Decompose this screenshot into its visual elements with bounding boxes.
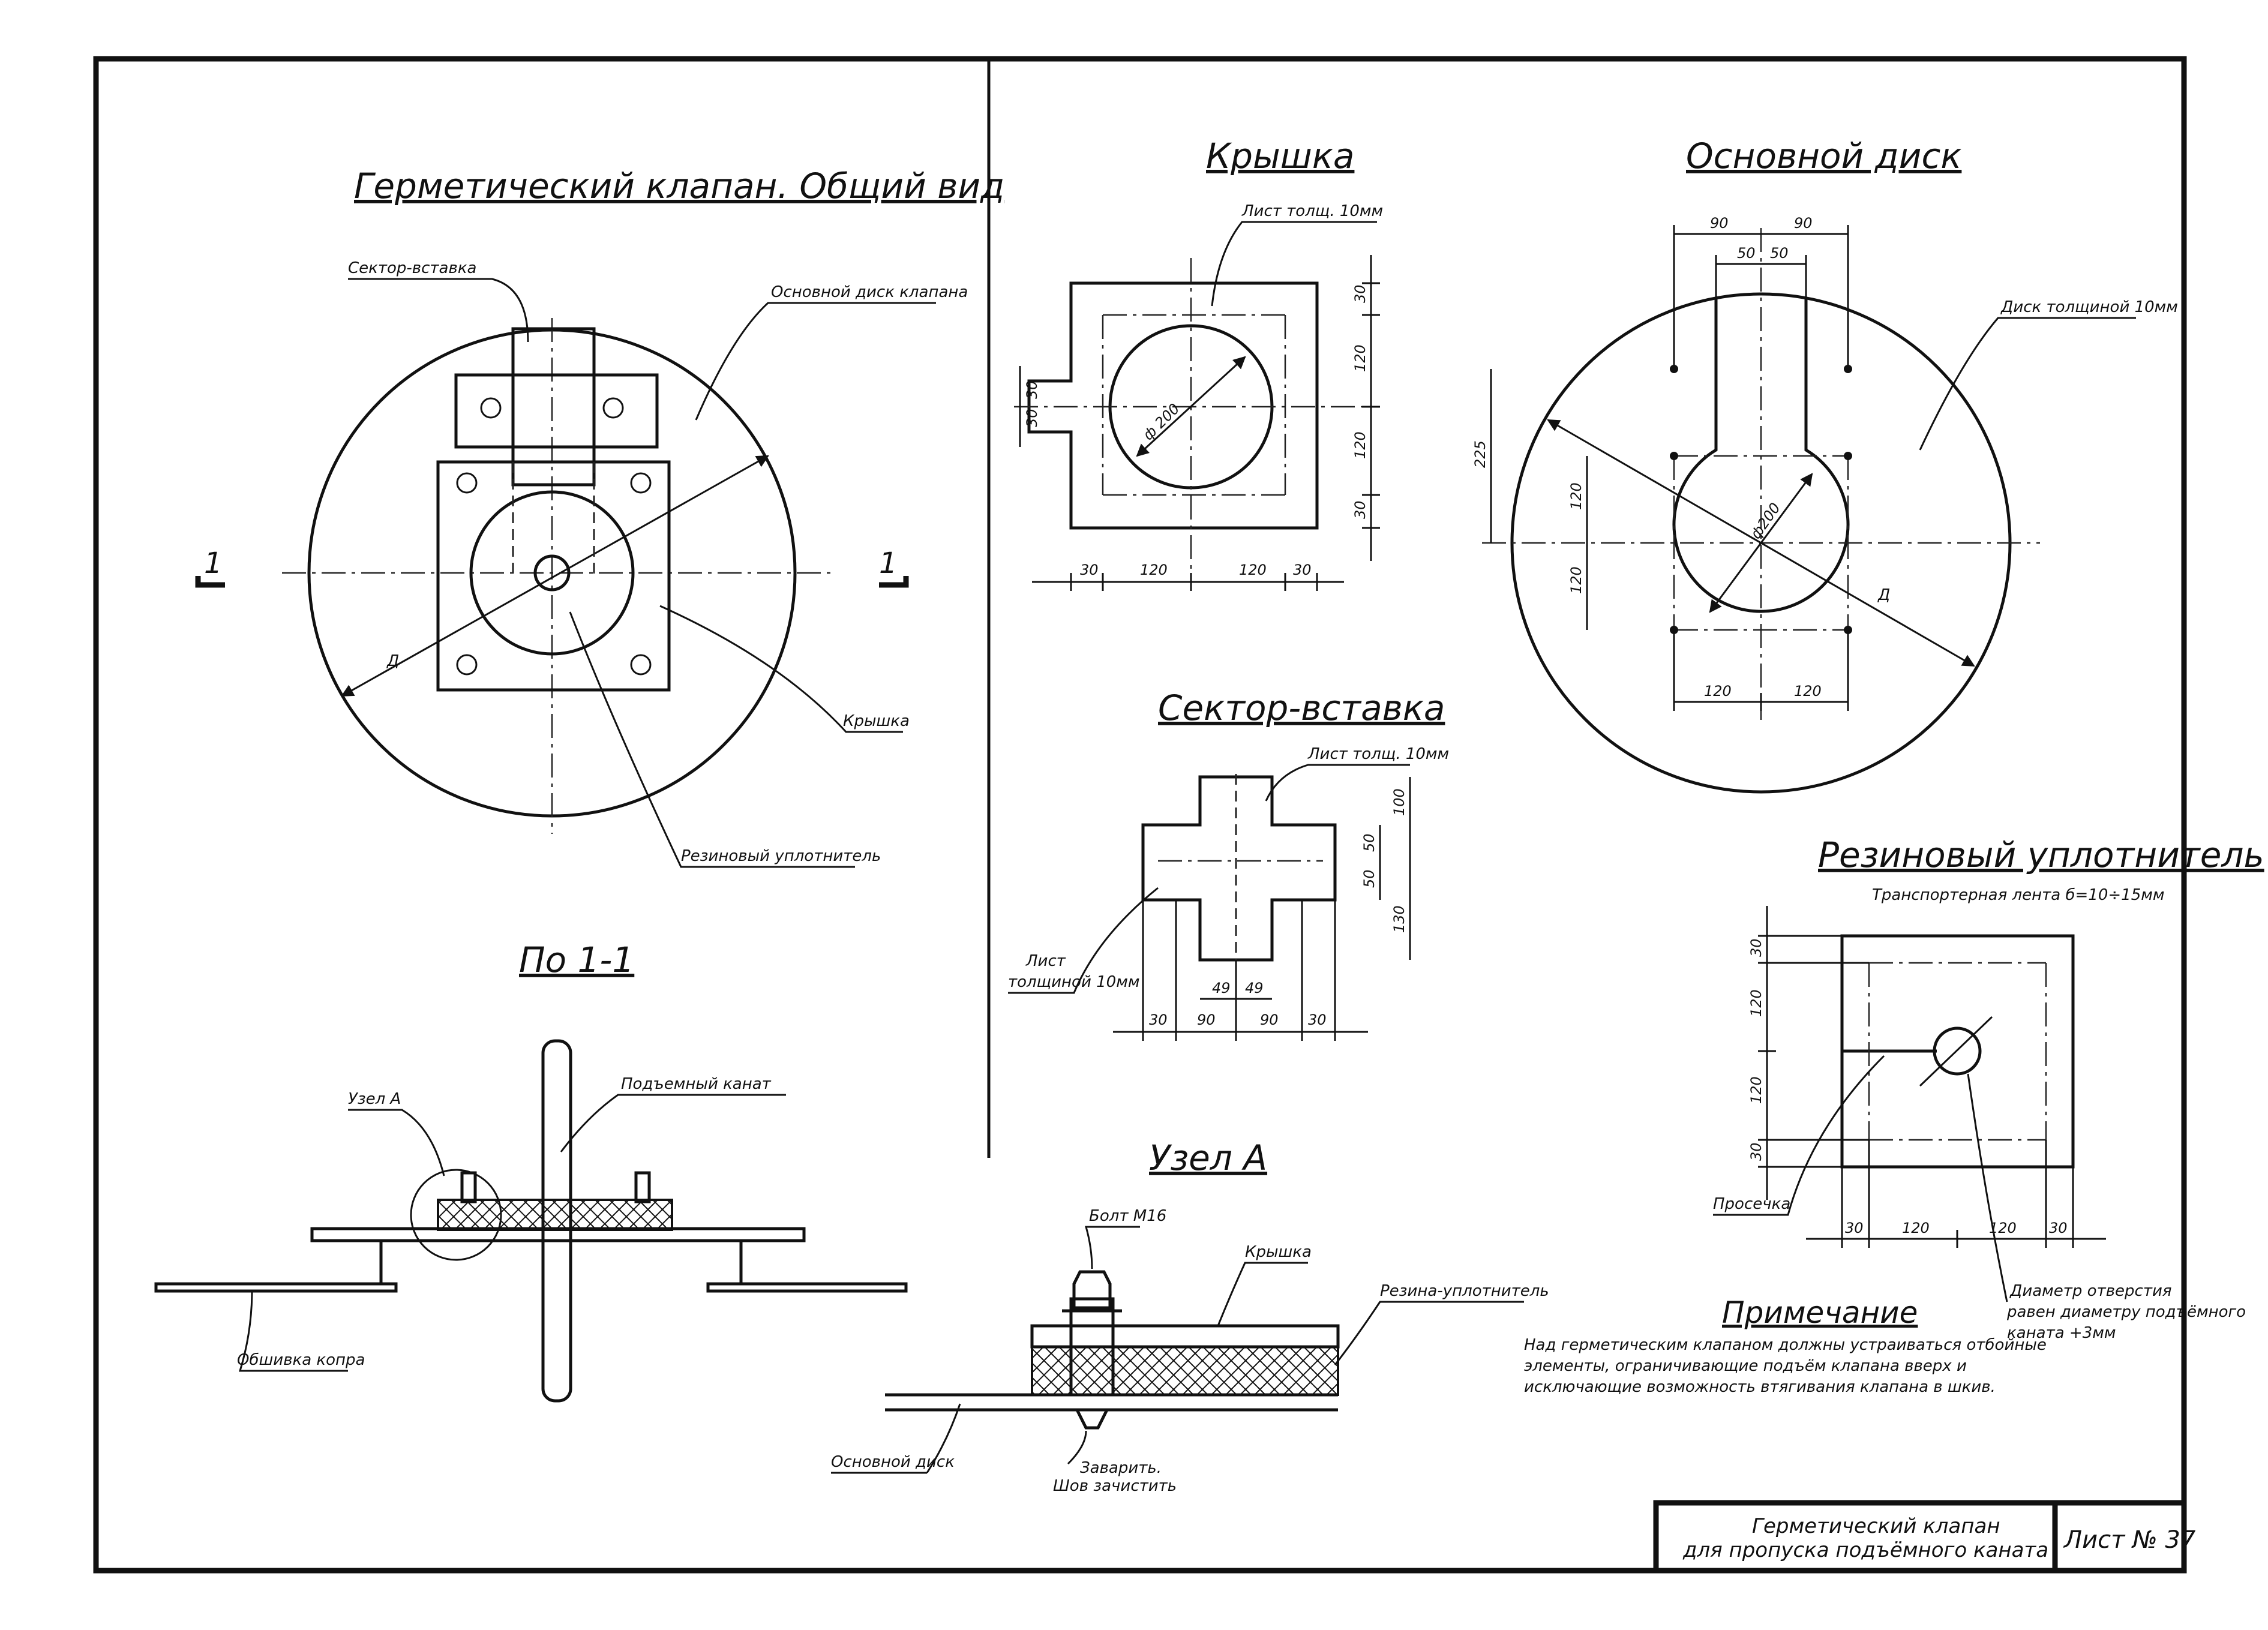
- rubber-seal-view: Резиновый уплотнитель Транспортерная лен…: [1713, 834, 2264, 1342]
- main-disk-diameter: Д: [1877, 586, 1890, 604]
- main-disk-slot-dim-2: 50: [1770, 245, 1789, 262]
- rubber-seal-left-dim-4: 30: [1748, 1142, 1765, 1161]
- rubber-seal-left-dim-3: 120: [1748, 1076, 1765, 1104]
- stamp-title-2: для пропуска подъёмного каната: [1682, 1538, 2048, 1562]
- main-disk-slot-dim-1: 50: [1737, 245, 1756, 262]
- section-mark-left: 1: [204, 547, 223, 580]
- sector-insert-title: Сектор-вставка: [1158, 688, 1445, 728]
- main-disk-title: Основной диск: [1686, 136, 1961, 176]
- label-node-a: Узел А: [348, 1090, 401, 1108]
- label-lifting-rope: Подъемный канат: [621, 1075, 772, 1093]
- rubber-seal-cut: Просечка: [1713, 1195, 1790, 1213]
- sector-right-dim-3: 50: [1361, 869, 1378, 888]
- note-title: Примечание: [1722, 1295, 1918, 1330]
- sector-right-dim-4: 130: [1391, 905, 1408, 933]
- main-disk-top-dim-1: 90: [1710, 215, 1729, 232]
- rubber-seal-bottom-dim-4: 30: [2049, 1220, 2068, 1236]
- note-line-3: исключающие возможность втягивания клапа…: [1524, 1378, 1996, 1396]
- cover-bottom-dim-1: 30: [1080, 562, 1099, 578]
- general-view: Герметический клапан. Общий вид Д 1 1 Се…: [195, 166, 1004, 868]
- main-disk-top-dim-2: 90: [1794, 215, 1813, 232]
- cover-right-dim-1: 30: [1352, 284, 1369, 303]
- label-sector-insert: Сектор-вставка: [348, 259, 476, 277]
- cover-slot-dim-1: 30: [1024, 380, 1040, 399]
- main-disk-label: Диск толщиной 10мм: [2000, 298, 2178, 316]
- cover-bottom-dim-2: 120: [1140, 562, 1168, 578]
- node-a-weld-2: Шов зачистить: [1053, 1477, 1177, 1495]
- node-a-title: Узел А: [1149, 1137, 1267, 1178]
- section-mark-right: 1: [879, 547, 898, 580]
- sector-bottom-dim-1: 30: [1149, 1011, 1168, 1028]
- sector-top-sheet: Лист толщ. 10мм: [1307, 745, 1449, 763]
- sector-bottom-dim-4: 30: [1308, 1011, 1327, 1028]
- node-a-bolt: Болт М16: [1089, 1207, 1166, 1225]
- sector-bottom-dim-3: 90: [1260, 1011, 1279, 1028]
- note-line-2: элементы, ограничивающие подъём клапана …: [1524, 1357, 1967, 1375]
- sector-left-sheet-1: Лист: [1025, 952, 1066, 970]
- sector-left-sheet-2: толщиной 10мм: [1008, 973, 1139, 991]
- sector-bottom-dim-2: 90: [1197, 1011, 1216, 1028]
- rubber-seal-bottom-dim-2: 120: [1902, 1220, 1930, 1236]
- cover-view: Крышка ф 200 Лист толщ. 10мм 30 120 120 …: [1014, 136, 1383, 591]
- cover-bottom-dim-3: 120: [1239, 562, 1267, 578]
- main-disk-left-dim-1: 120: [1568, 482, 1585, 510]
- label-rubber-seal: Резиновый уплотнитель: [681, 847, 881, 865]
- cover-bottom-dim-4: 30: [1293, 562, 1312, 578]
- sector-right-dim-2: 50: [1361, 833, 1378, 852]
- title-stamp: Герметический клапан для пропуска подъём…: [1653, 1500, 2196, 1574]
- cover-right-dim-2: 120: [1352, 344, 1369, 372]
- rubber-seal-hole-3: каната +3мм: [2007, 1324, 2116, 1342]
- sector-insert-view: Сектор-вставка Лист толщ. 10мм Лист толщ…: [1008, 688, 1449, 1041]
- node-a-cover: Крышка: [1245, 1243, 1312, 1261]
- sector-inner-dim-2: 49: [1245, 980, 1264, 996]
- rubber-seal-left-dim-1: 30: [1748, 938, 1765, 957]
- sector-right-dim-1: 100: [1391, 788, 1408, 816]
- rubber-seal-hole-2: равен диаметру подъёмного: [2006, 1303, 2246, 1321]
- general-view-title: Герметический клапан. Общий вид: [354, 166, 1004, 206]
- rubber-seal-hole-1: Диаметр отверстия: [2009, 1282, 2172, 1300]
- stamp-title-1: Герметический клапан: [1752, 1514, 2000, 1538]
- section-1-1: По 1-1 Узел А Подъемный канат Обшивка ко…: [154, 939, 908, 1403]
- sector-inner-dim-1: 49: [1212, 980, 1231, 996]
- rubber-seal-bottom-dim-3: 120: [1989, 1220, 2017, 1236]
- stamp-sheet: Лист № 37: [2063, 1526, 2196, 1554]
- main-disk-bottom-dim-2: 120: [1794, 683, 1822, 700]
- cover-slot-dim-2: 30: [1024, 409, 1040, 427]
- node-a-rubber: Резина-уплотнитель: [1380, 1282, 1549, 1300]
- rubber-seal-title: Резиновый уплотнитель: [1818, 834, 2264, 875]
- sheet-frame: [93, 56, 2187, 1574]
- label-frame-lining: Обшивка копра: [237, 1351, 365, 1369]
- section-1-1-title: По 1-1: [519, 939, 634, 980]
- node-a-weld-1: Заварить.: [1080, 1459, 1162, 1477]
- general-diameter-label: Д: [386, 652, 399, 670]
- cover-sheet-label: Лист толщ. 10мм: [1241, 202, 1383, 220]
- label-cover: Крышка: [843, 712, 910, 730]
- cover-right-dim-4: 30: [1352, 500, 1369, 519]
- note-line-1: Над герметическим клапаном должны устраи…: [1524, 1336, 2047, 1354]
- note-block: Примечание Над герметическим клапаном до…: [1524, 1295, 2047, 1396]
- main-disk-view: Основной диск ф200 Д Диск толщиной 10мм …: [1472, 136, 2178, 794]
- cover-title: Крышка: [1206, 136, 1354, 176]
- rubber-seal-left-dim-2: 120: [1748, 989, 1765, 1017]
- cover-right-dim-3: 120: [1352, 431, 1369, 459]
- rubber-seal-bottom-dim-1: 30: [1845, 1220, 1864, 1236]
- label-main-disk-valve: Основной диск клапана: [771, 283, 968, 301]
- node-a-view: Узел А Болт М16 Крышка Резина-уплотнител…: [831, 1137, 1549, 1495]
- rubber-seal-belt: Транспортерная лента б=10÷15мм: [1872, 886, 2164, 904]
- main-disk-bottom-dim-1: 120: [1704, 683, 1732, 700]
- main-disk-left-dim-2: 120: [1568, 566, 1585, 594]
- main-disk-left-dim: 225: [1472, 440, 1489, 468]
